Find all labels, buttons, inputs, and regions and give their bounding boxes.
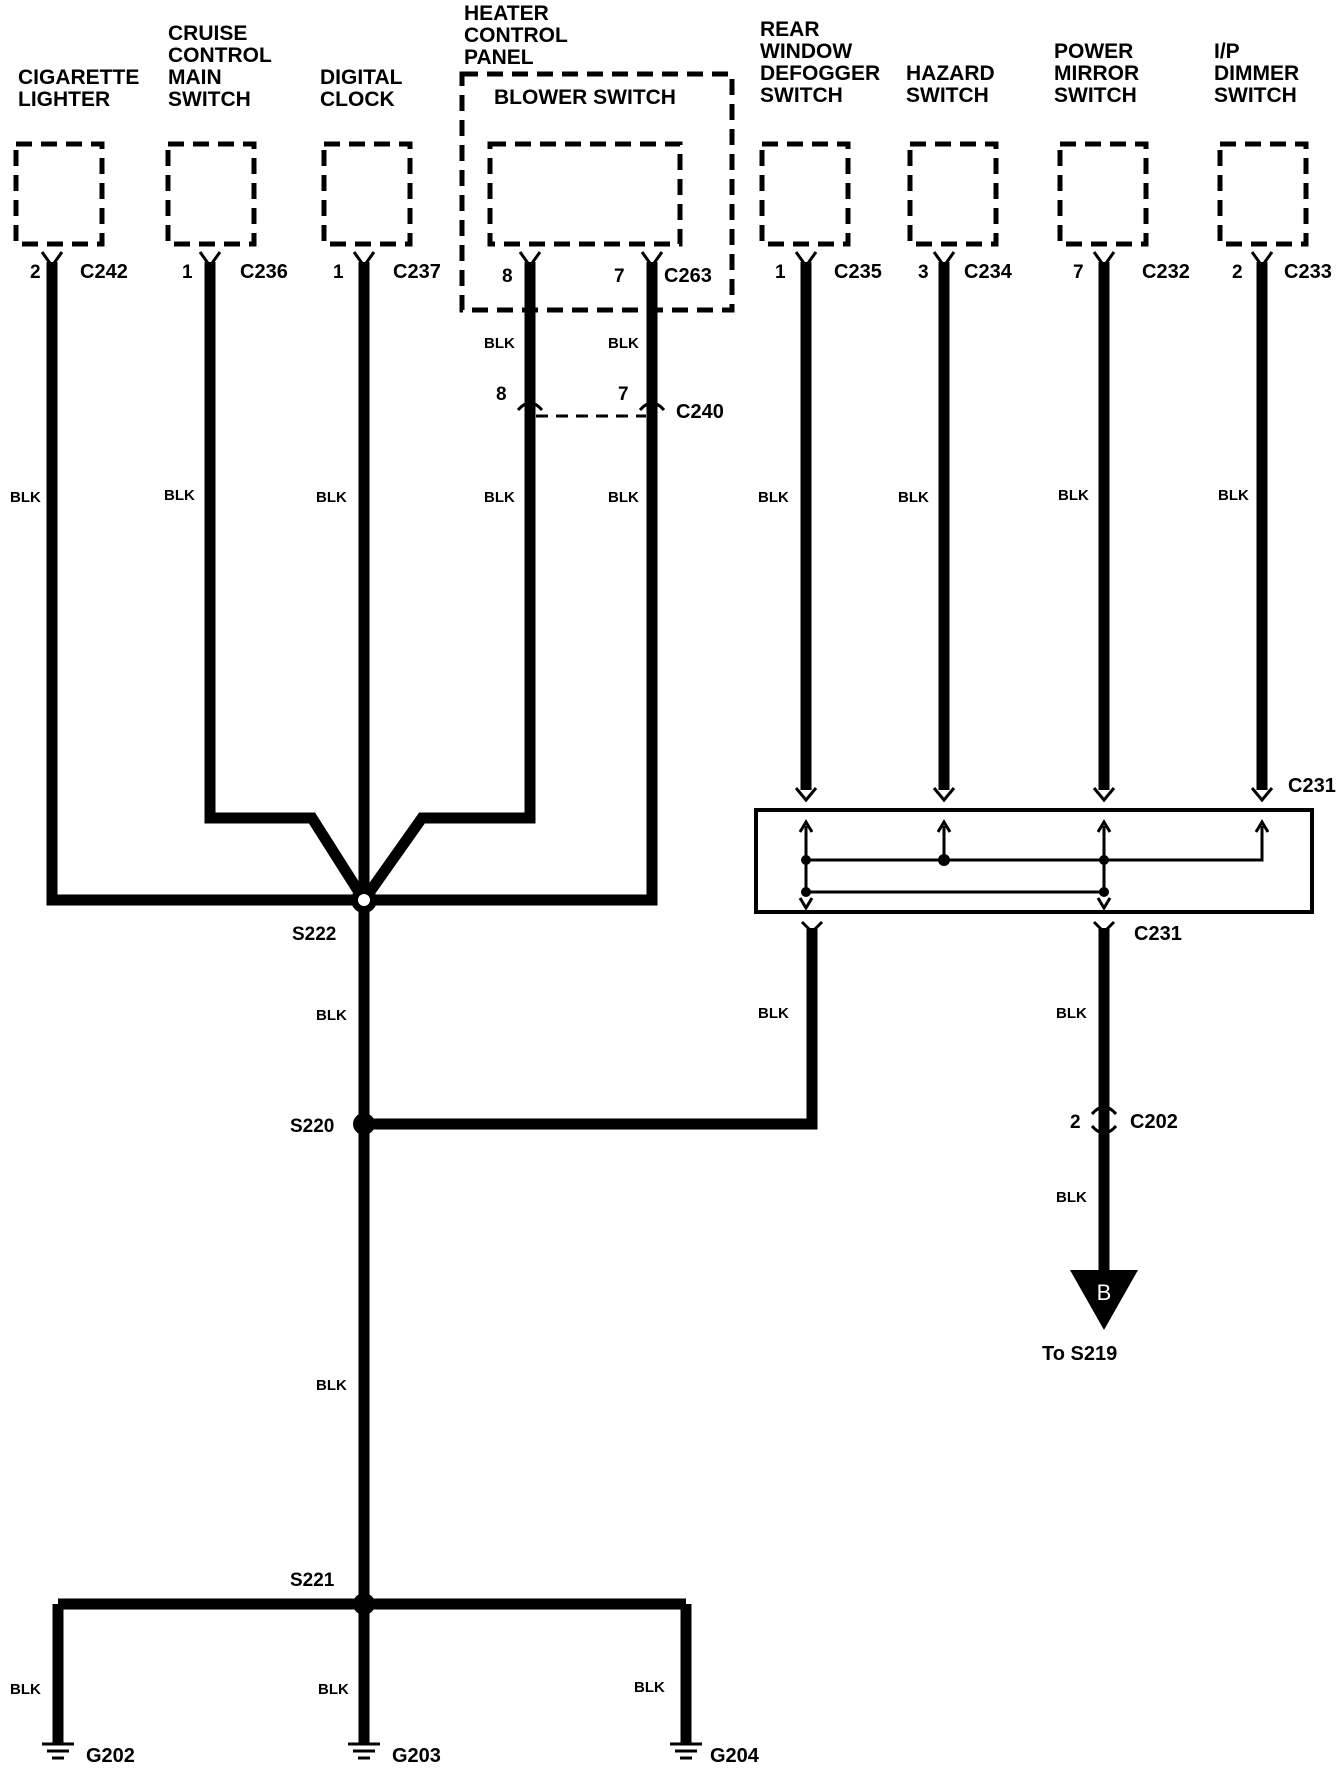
blower-switch-box: [487, 141, 683, 247]
splice-s221-label: S221: [290, 1570, 335, 1591]
connector-c202-mark-lower: [1090, 1124, 1118, 1135]
wire-label: BLK: [10, 489, 41, 506]
ground-icon-g202: [42, 1742, 74, 1760]
wire-cigarette-lighter: [46, 262, 364, 906]
blower-switch-label: BLOWER SWITCH: [494, 86, 676, 109]
wire-blower-8: [359, 262, 536, 904]
connector-c235: C235: [834, 261, 882, 283]
wire-label: BLK: [164, 487, 195, 504]
connector-c231-top: C231: [1288, 775, 1336, 797]
splice-s220-label: S220: [290, 1116, 334, 1137]
hazard-switch-label: HAZARD SWITCH: [906, 62, 1001, 107]
pin-c232: 7: [1073, 262, 1084, 283]
ground-g204: G204: [710, 1745, 760, 1767]
wire-label: BLK: [758, 489, 789, 506]
digital-clock-label: DIGITAL CLOCK: [320, 66, 408, 111]
c231-internal-bus: [794, 787, 1274, 935]
connector-c233: C233: [1284, 261, 1332, 283]
pin-c234: 3: [918, 262, 929, 283]
connector-c237: C237: [393, 261, 441, 283]
connector-c234: C234: [964, 261, 1013, 283]
wire-label: BLK: [608, 489, 639, 506]
connector-c236: C236: [240, 261, 288, 283]
splice-s222-center: [358, 894, 370, 906]
offpage-arrow-b: [1070, 1270, 1138, 1330]
cruise-control-label: CRUISE CONTROL MAIN SWITCH: [168, 22, 277, 111]
connector-c202: C202: [1130, 1111, 1178, 1133]
wire-label: BLK: [898, 489, 929, 506]
power-mirror-switch-box: [1057, 141, 1149, 247]
rear-window-defogger-label: REAR WINDOW DEFOGGER SWITCH: [760, 18, 886, 107]
wire-label: BLK: [484, 335, 515, 352]
pin-c233: 2: [1232, 262, 1243, 283]
wire-label: BLK: [316, 489, 347, 506]
rear-window-defogger-box: [759, 141, 851, 247]
cigarette-lighter-label: CIGARETTE LIGHTER: [18, 66, 145, 111]
connector-c242: C242: [80, 261, 128, 283]
wire-label: BLK: [634, 1679, 665, 1696]
heater-control-panel-box: [459, 71, 735, 313]
wire-label: BLK: [1218, 487, 1249, 504]
pin-c240-8: 8: [496, 384, 507, 405]
connector-c202-mark: [1090, 1105, 1118, 1116]
heater-control-panel-label: HEATER CONTROL PANEL: [464, 2, 573, 69]
connector-c263: C263: [664, 265, 712, 287]
wire-label: BLK: [1056, 1189, 1087, 1206]
pin-c237: 1: [333, 262, 344, 283]
connector-c231-bottom: C231: [1134, 923, 1182, 945]
pin-c240-7: 7: [618, 384, 629, 405]
wire-label: BLK: [316, 1007, 347, 1024]
splice-s220: [353, 1113, 375, 1135]
ground-g202: G202: [86, 1745, 135, 1767]
power-mirror-switch-label: POWER MIRROR SWITCH: [1054, 40, 1145, 107]
pin-c202: 2: [1070, 1112, 1081, 1133]
cigarette-lighter-box: [13, 141, 105, 247]
wire-color-labels: BLK BLK BLK BLK BLK BLK BLK BLK BLK BLK …: [10, 335, 1249, 1698]
ground-icon-g204: [670, 1742, 702, 1760]
splice-s221: [353, 1593, 375, 1615]
ip-dimmer-switch-box: [1217, 141, 1309, 247]
offpage-destination: To S219: [1042, 1343, 1117, 1365]
wire-label: BLK: [316, 1377, 347, 1394]
offpage-letter: B: [1097, 1280, 1112, 1305]
pin-c236: 1: [182, 262, 193, 283]
hazard-switch-box: [907, 141, 999, 247]
wire-label: BLK: [1058, 487, 1089, 504]
cruise-control-box: [165, 141, 257, 247]
pin-c263-7: 7: [614, 266, 625, 287]
ip-dimmer-switch-label: I/P DIMMER SWITCH: [1214, 40, 1305, 107]
wire-label: BLK: [10, 1681, 41, 1698]
digital-clock-box: [321, 141, 413, 247]
wire-s220-c231: [364, 928, 818, 1130]
terminal-marks: [40, 251, 1274, 269]
wire-label: BLK: [608, 335, 639, 352]
ground-icon-g203: [348, 1742, 380, 1760]
connector-c231-box: [754, 808, 1314, 914]
wire-label: BLK: [1056, 1005, 1087, 1022]
wire-label: BLK: [758, 1005, 789, 1022]
connector-c232: C232: [1142, 261, 1190, 283]
wire-label: BLK: [484, 489, 515, 506]
connector-c240-mark: [516, 401, 666, 418]
pin-c235: 1: [775, 262, 786, 283]
ground-g203: G203: [392, 1745, 441, 1767]
wire-cruise-control: [204, 262, 369, 903]
connector-c240: C240: [676, 401, 724, 423]
splice-s222-label: S222: [292, 924, 336, 945]
pin-c242: 2: [30, 262, 41, 283]
wire-label: BLK: [318, 1681, 349, 1698]
wire-blower-7: [364, 262, 658, 906]
pin-c263-8: 8: [502, 266, 513, 287]
